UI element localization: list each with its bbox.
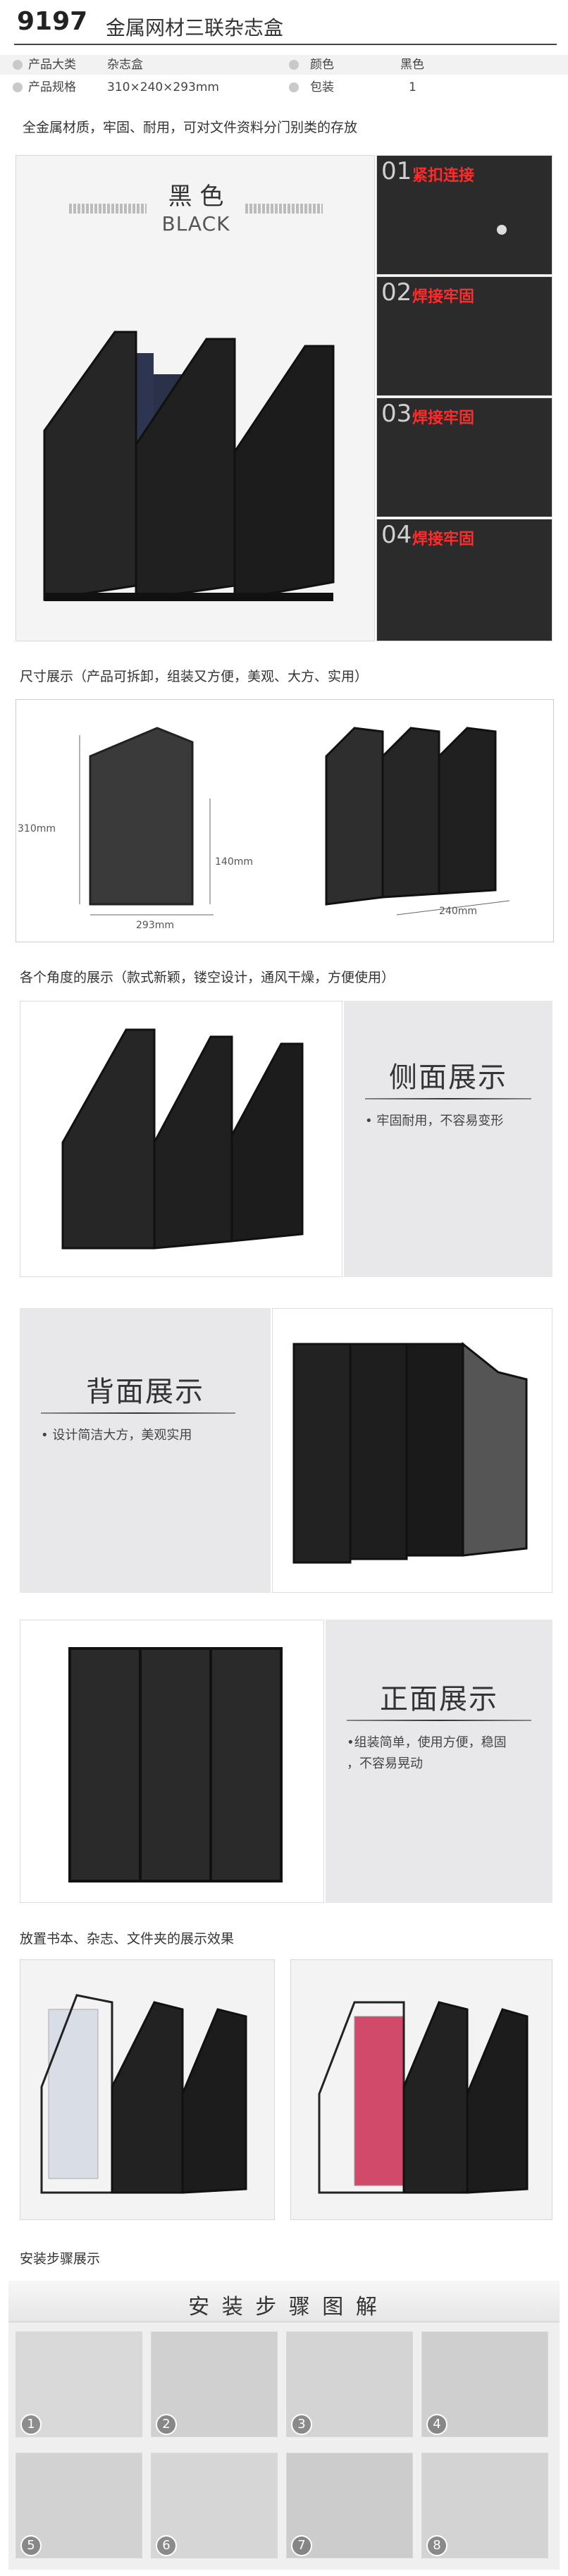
step-number: 1 xyxy=(20,2414,42,2435)
spec-size-label: 产品规格 xyxy=(28,80,76,94)
side-info-panel: 侧面展示 • 牢固耐用，不容易变形 xyxy=(344,1001,552,1277)
spec-size-value: 310×240×293mm xyxy=(107,80,219,94)
step-photo-8: 8 xyxy=(421,2453,548,2558)
bullet-icon xyxy=(289,82,299,92)
display-magazines-drawing xyxy=(318,2001,529,2194)
model-number: 9197 xyxy=(17,7,88,36)
display-photo-magazines xyxy=(290,1959,552,2220)
step-photo-4: 4 xyxy=(421,2331,548,2437)
header-divider xyxy=(14,44,557,45)
install-panel: 安 装 步 骤 图 解 1 2 3 4 5 6 7 8 xyxy=(8,2281,560,2570)
step-number: 7 xyxy=(291,2535,312,2556)
dim-depth: 140mm xyxy=(215,856,253,868)
install-banner-text: 安 装 步 骤 图 解 xyxy=(188,2295,380,2319)
front-desc-1: •组装简单，使用方便，稳固 xyxy=(347,1735,507,1750)
step-photo-2: 2 xyxy=(151,2331,278,2437)
size-photo: 310mm 293mm 140mm 240mm xyxy=(16,699,554,942)
spec-package-label: 包装 xyxy=(310,80,334,94)
side-product-drawing xyxy=(61,1028,304,1250)
display-photo-books xyxy=(20,1959,275,2220)
color-badge: 黑 色 BLACK xyxy=(69,177,323,240)
bullet-icon xyxy=(13,82,23,92)
rack-base xyxy=(44,593,333,601)
spec-row-1: 产品大类 杂志盒 颜色 黑色 xyxy=(0,55,568,75)
dim-width: 293mm xyxy=(136,920,174,931)
page-header: 9197 金属网材三联杂志盒 xyxy=(0,0,568,49)
product-illustration xyxy=(43,331,335,601)
badge-cn: 黑 色 xyxy=(168,183,224,211)
hero-product-photo: 黑 色 BLACK xyxy=(16,155,375,641)
badge-en: BLACK xyxy=(161,212,230,235)
step-photo-1: 1 xyxy=(16,2331,142,2437)
spec-table: 产品大类 杂志盒 颜色 黑色 产品规格 310×240×293mm 包装 1 xyxy=(0,55,568,104)
step-photo-3: 3 xyxy=(286,2331,413,2437)
badge-stripe-right xyxy=(245,204,323,214)
detail-photo-3: 03 焊接牢固 xyxy=(376,398,552,517)
bullet-icon xyxy=(13,60,23,70)
dim-height: 310mm xyxy=(18,823,56,834)
detail-label: 焊接牢固 xyxy=(412,409,475,427)
back-view-photo xyxy=(272,1308,552,1593)
spec-category-label: 产品大类 xyxy=(28,58,76,72)
side-title: 侧面展示 xyxy=(389,1061,507,1094)
back-title: 背面展示 xyxy=(86,1376,204,1408)
back-product-drawing xyxy=(292,1341,528,1564)
detail-photo-4: 04 焊接牢固 xyxy=(376,519,552,641)
step-number: 2 xyxy=(156,2414,177,2435)
intro-text: 全金属材质，牢固、耐用，可对文件资料分门别类的存放 xyxy=(23,120,358,135)
spec-row-2: 产品规格 310×240×293mm 包装 1 xyxy=(0,78,568,97)
detail-number: 01 xyxy=(381,157,412,185)
detail-number: 03 xyxy=(381,400,412,428)
bullet-icon xyxy=(289,60,299,70)
install-banner: 安 装 步 骤 图 解 xyxy=(8,2281,560,2322)
detail-photo-2: 02 焊接牢固 xyxy=(376,276,552,396)
spec-category-value: 杂志盒 xyxy=(107,58,143,72)
step-number: 4 xyxy=(426,2414,447,2435)
spec-color-value: 黑色 xyxy=(400,58,424,72)
size-front-drawing xyxy=(79,727,214,916)
detail-label: 焊接牢固 xyxy=(412,288,475,306)
display-caption: 放置书本、杂志、文件夹的展示效果 xyxy=(20,1931,235,1947)
size-caption: 尺寸展示（产品可拆卸，组装又方便，美观、大方、实用） xyxy=(20,669,369,684)
display-books-drawing xyxy=(40,1994,247,2194)
detail-label: 焊接牢固 xyxy=(412,531,475,548)
front-view-photo xyxy=(20,1620,324,1903)
spec-package-value: 1 xyxy=(409,80,416,94)
front-title: 正面展示 xyxy=(380,1683,498,1715)
step-number: 5 xyxy=(20,2535,42,2556)
side-view-photo xyxy=(20,1001,342,1277)
product-title: 金属网材三联杂志盒 xyxy=(106,16,284,39)
back-info-panel: 背面展示 • 设计简洁大方，美观实用 xyxy=(20,1308,271,1593)
rack-slot-3 xyxy=(233,345,335,601)
badge-stripe-left xyxy=(69,204,147,214)
side-title-underline xyxy=(365,1098,531,1099)
rack-slot-1 xyxy=(43,331,137,601)
angles-caption: 各个角度的展示（款式新颖，镂空设计，通风干燥，方便使用） xyxy=(20,970,395,985)
screw-icon xyxy=(497,225,507,235)
step-number: 3 xyxy=(291,2414,312,2435)
back-title-underline xyxy=(41,1412,235,1414)
dim-length: 240mm xyxy=(439,906,477,917)
detail-number: 04 xyxy=(381,521,412,549)
front-desc-2: ，不容易晃动 xyxy=(347,1756,423,1771)
detail-label: 紧扣连接 xyxy=(412,167,475,185)
step-number: 6 xyxy=(156,2535,177,2556)
spec-color-label: 颜色 xyxy=(310,58,334,72)
install-caption: 安装步骤展示 xyxy=(20,2251,101,2267)
size-side-drawing xyxy=(325,727,510,916)
step-photo-5: 5 xyxy=(16,2453,142,2558)
front-info-panel: 正面展示 •组装简单，使用方便，稳固 ，不容易晃动 xyxy=(326,1620,552,1903)
front-product-drawing xyxy=(68,1647,283,1882)
detail-number: 02 xyxy=(381,278,412,307)
step-number: 8 xyxy=(426,2535,447,2556)
detail-photo-1: 01 紧扣连接 xyxy=(376,155,552,275)
step-photo-6: 6 xyxy=(151,2453,278,2558)
front-title-underline xyxy=(347,1720,531,1721)
side-desc: • 牢固耐用，不容易变形 xyxy=(365,1114,504,1128)
step-photo-7: 7 xyxy=(286,2453,413,2558)
back-desc: • 设计简洁大方，美观实用 xyxy=(41,1428,192,1443)
